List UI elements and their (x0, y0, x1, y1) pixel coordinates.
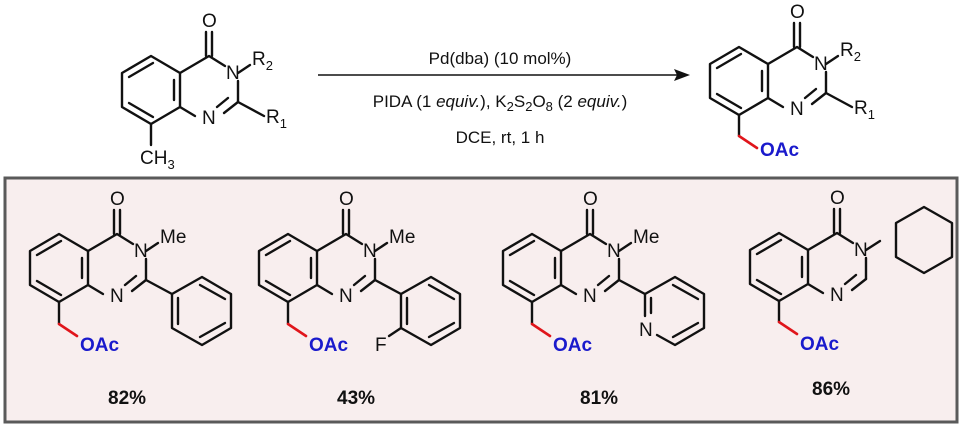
example-1-me: Me (160, 227, 186, 248)
example-2-o: O (339, 189, 354, 210)
example-1-n1: N (110, 286, 124, 307)
example-3-o: O (583, 189, 598, 210)
example-1-oac: OAc (80, 335, 120, 356)
example-3-yield: 81% (580, 388, 618, 409)
example-3-npy: N (639, 320, 653, 341)
product-r2: R2 (840, 40, 861, 64)
example-2-n3: N (363, 241, 377, 262)
example-3-n1: N (583, 286, 597, 307)
example-1-n3: N (134, 241, 148, 262)
product-oac: OAc (760, 140, 800, 161)
conditions-solvent: DCE, rt, 1 h (456, 128, 545, 147)
product-r1: R1 (854, 98, 875, 122)
reactant-n3: N (226, 63, 240, 84)
example-2-me: Me (389, 227, 415, 248)
example-4-n3: N (854, 240, 868, 261)
reaction-arrow (318, 69, 690, 81)
example-3-structure: O N N Me N OAc (501, 189, 706, 356)
product-n3: N (814, 54, 828, 75)
example-2-structure: O N N Me F OAc (257, 189, 462, 356)
product-structure: O N N R2 R1 OAc (708, 2, 875, 161)
scope-box (3, 176, 959, 424)
example-4-oac: OAc (800, 334, 840, 355)
reactant-r1: R1 (266, 107, 287, 131)
example-2-n1: N (339, 286, 353, 307)
reactant-o: O (202, 11, 217, 32)
product-n1: N (790, 99, 804, 120)
example-4-o: O (830, 188, 845, 209)
reactant-n1: N (202, 108, 216, 129)
example-2-yield: 43% (337, 388, 375, 409)
example-1-yield: 82% (108, 388, 146, 409)
conditions-oxidants: PIDA (1 equiv.), K2S2O8 (2 equiv.) (373, 92, 628, 114)
example-4-yield: 86% (812, 379, 850, 400)
product-o: O (790, 2, 805, 23)
example-2-f: F (375, 335, 387, 356)
example-4-n1: N (830, 285, 844, 306)
example-3-me: Me (633, 227, 659, 248)
example-2-oac: OAc (309, 335, 349, 356)
example-1-o: O (110, 189, 125, 210)
example-4-structure: O N N OAc (748, 188, 954, 355)
reactant-structure: O N N R2 R1 CH3 (120, 11, 287, 172)
reactant-r2: R2 (252, 49, 273, 73)
conditions-catalyst: Pd(dba) (10 mol%) (429, 49, 572, 68)
example-3-n3: N (607, 241, 621, 262)
example-1-structure: O N N Me OAc (28, 189, 233, 356)
example-3-oac: OAc (553, 335, 593, 356)
reactant-ch3: CH3 (140, 148, 175, 172)
